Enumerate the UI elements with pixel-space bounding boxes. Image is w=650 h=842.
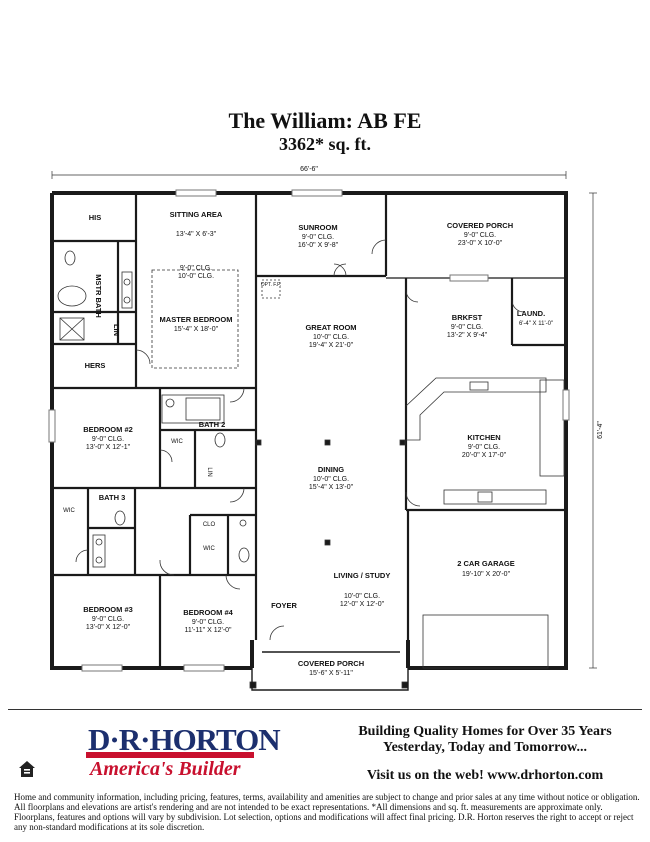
- room-garage-name: 2 CAR GARAGE: [457, 559, 515, 568]
- tagline-line-1: Building Quality Homes for Over 35 Years: [358, 724, 612, 739]
- fixtures: [57, 250, 565, 689]
- front-porch-outline: [251, 651, 409, 691]
- room-dining-clg: 10'-0" CLG.: [313, 476, 349, 483]
- equal-housing-icon: [19, 761, 35, 777]
- room-labels: HIS SITTING AREA 13'-4" X 6'-3" SUNROOM …: [63, 210, 553, 677]
- room-bath2-name: BATH 2: [199, 420, 226, 429]
- room-bedroom3-size: 13'-0" X 12'-0": [86, 624, 131, 631]
- room-front-porch-name: COVERED PORCH: [298, 659, 364, 668]
- room-front-porch-size: 15'-6" X 5'-11": [309, 670, 353, 677]
- width-dimension: 66'-6": [300, 166, 318, 173]
- room-great-room-clg: 10'-0" CLG.: [313, 334, 349, 341]
- room-kitchen-size: 20'-0" X 17'-0": [462, 452, 507, 459]
- floor-plan: 66'-6" 61'-4": [48, 166, 604, 691]
- interior-walls: [52, 193, 566, 668]
- room-bedroom2-size: 13'-0" X 12'-1": [86, 444, 131, 451]
- dimension-lines: [51, 171, 597, 669]
- plan-title: The William: AB FE: [228, 108, 422, 133]
- room-living-size: 12'-0" X 12'-0": [340, 601, 385, 608]
- room-bedroom4-size: 11'-11" X 12'-0": [184, 627, 232, 634]
- room-garage-size: 19'-10" X 20'-0": [462, 571, 511, 578]
- room-bedroom3-name: BEDROOM #3: [83, 605, 133, 614]
- room-brkfst-size: 13'-2" X 9'-4": [447, 332, 488, 339]
- room-laund-size: 6'-4" X 11'-0": [519, 321, 553, 327]
- door-swings: [75, 239, 525, 641]
- room-laund-name: LAUND.: [517, 309, 545, 318]
- disclaimer-text: Home and community information, includin…: [14, 792, 640, 832]
- room-dining-size: 15'-4" X 13'-0": [309, 484, 354, 491]
- logo-tagline: America's Builder: [90, 758, 241, 780]
- room-sitting-area-name: SITTING AREA: [170, 210, 223, 219]
- room-brkfst-name: BRKFST: [452, 313, 483, 322]
- plan-square-footage: 3362* sq. ft.: [278, 134, 371, 154]
- room-mstr-bath-name: MSTR BATH: [94, 274, 103, 318]
- room-bedroom2-name: BEDROOM #2: [83, 425, 133, 434]
- room-wic-b2-name: WIC: [171, 439, 183, 445]
- room-lin-b2-name: LIN: [206, 467, 212, 476]
- room-master-size: 15'-4" X 18'-0": [174, 326, 219, 333]
- room-bedroom3-clg: 9'-0" CLG.: [92, 616, 124, 623]
- room-bath3-name: BATH 3: [99, 493, 126, 502]
- website-link[interactable]: Visit us on the web! www.drhorton.com: [366, 768, 604, 783]
- room-master-clg: 9'-0" CLG.: [180, 265, 212, 272]
- room-bedroom2-clg: 9'-0" CLG.: [92, 436, 124, 443]
- room-rear-porch-name: COVERED PORCH: [447, 221, 513, 230]
- room-bedroom4-clg: 9'-0" CLG.: [192, 619, 224, 626]
- room-sitting-area-size: 13'-4" X 6'-3": [176, 231, 217, 238]
- room-sunroom-name: SUNROOM: [298, 223, 337, 232]
- room-sunroom-clg: 9'-0" CLG.: [302, 234, 334, 241]
- room-hers-name: HERS: [85, 361, 106, 370]
- logo-red-bar: [86, 752, 254, 758]
- room-lin-name: LIN: [112, 324, 121, 336]
- windows: [48, 189, 570, 672]
- tagline-line-2: Yesterday, Today and Tomorrow...: [383, 740, 587, 755]
- room-wic-b4-name: WIC: [203, 546, 215, 552]
- drhorton-logo: D·R·HORTON: [88, 722, 281, 757]
- room-his-label: HIS: [89, 213, 102, 222]
- room-kitchen-clg: 9'-0" CLG.: [468, 444, 500, 451]
- room-great-room-size: 19'-4" X 21'-0": [309, 342, 354, 349]
- room-opt-fp: OPT. F.P.: [261, 282, 281, 288]
- room-rear-porch-clg: 9'-0" CLG.: [464, 232, 496, 239]
- room-living-clg: 10'-0" CLG.: [344, 593, 380, 600]
- room-dining-name: DINING: [318, 465, 344, 474]
- depth-dimension: 61'-4": [597, 421, 604, 439]
- room-kitchen-name: KITCHEN: [467, 433, 500, 442]
- room-sunroom-size: 16'-0" X 9'-8": [298, 242, 339, 249]
- footer-divider: [8, 709, 642, 710]
- room-foyer-name: FOYER: [271, 601, 297, 610]
- room-clo-name: CLO: [203, 522, 216, 528]
- room-master-clg2: 10'-0" CLG.: [178, 273, 214, 280]
- room-great-room-name: GREAT ROOM: [305, 323, 356, 332]
- room-wic-b3-name: WIC: [63, 508, 75, 514]
- room-living-name: LIVING / STUDY: [334, 571, 391, 580]
- room-rear-porch-size: 23'-0" X 10'-0": [458, 240, 503, 247]
- room-master-name: MASTER BEDROOM: [160, 315, 233, 324]
- room-brkfst-clg: 9'-0" CLG.: [451, 324, 483, 331]
- room-bedroom4-name: BEDROOM #4: [183, 608, 233, 617]
